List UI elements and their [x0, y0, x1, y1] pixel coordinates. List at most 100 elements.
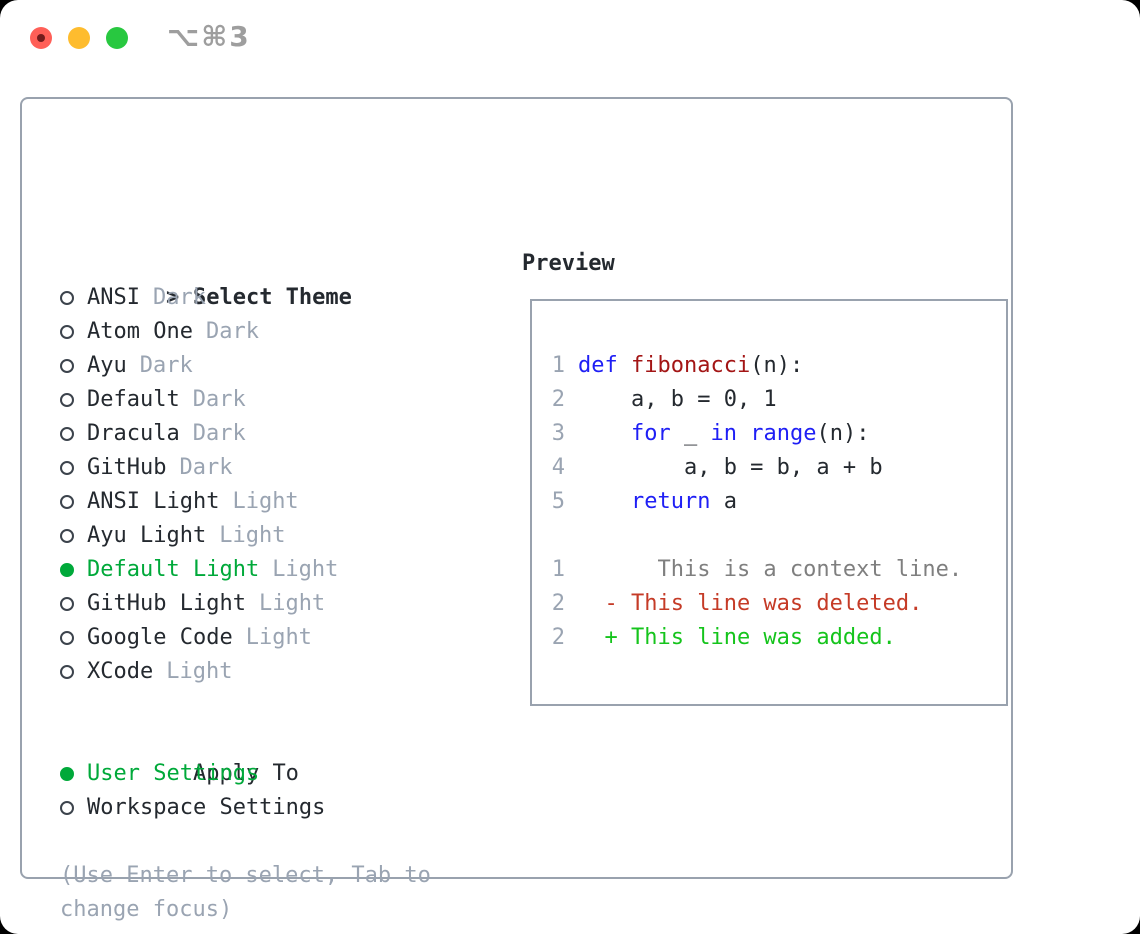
theme-list-header: >Select Theme	[60, 247, 352, 310]
line-number: 3	[551, 421, 565, 446]
theme-option-atom-one-dark[interactable]: Atom One Dark	[60, 315, 352, 349]
option-variant-label: Dark	[192, 421, 246, 446]
theme-list-title: Select Theme	[192, 285, 352, 310]
radio-selected-icon	[60, 757, 87, 791]
code-token: + This line was added.	[578, 625, 896, 650]
code-line: 4 a, b = b, a + b	[551, 451, 1006, 485]
line-number: 2	[551, 591, 565, 616]
option-variant-label: Dark	[139, 353, 193, 378]
radio-unselected-icon	[60, 587, 87, 621]
radio-unselected-icon	[60, 349, 87, 383]
code-line: 1 def fibonacci(n):	[551, 349, 1006, 383]
option-variant-label: Light	[232, 489, 299, 514]
option-label: Ayu Light	[87, 523, 207, 548]
line-number: 2	[551, 387, 565, 412]
keyboard-hint: (Use Enter to select, Tab to change focu…	[60, 859, 431, 927]
theme-option-xcode-light[interactable]: XCode Light	[60, 655, 352, 689]
option-label: Ayu	[87, 353, 127, 378]
code-line: 3 for _ in range(n):	[551, 417, 1006, 451]
code-line: 5 return a	[551, 485, 1006, 519]
screenshot-shortcut-label: ⌥⌘3	[167, 20, 251, 53]
code-token: in	[710, 421, 737, 446]
option-variant-label: Light	[272, 557, 339, 582]
code-token: range	[750, 421, 817, 446]
preview-title: Preview	[522, 251, 615, 276]
option-variant-label: Light	[219, 523, 286, 548]
theme-option-default-dark[interactable]: Default Dark	[60, 383, 352, 417]
theme-option-github-dark[interactable]: GitHub Dark	[60, 451, 352, 485]
code-token	[578, 421, 631, 446]
line-number: 1	[551, 353, 565, 378]
radio-unselected-icon	[60, 485, 87, 519]
radio-unselected-icon	[60, 383, 87, 417]
code-token: This is a context line.	[578, 557, 963, 582]
code-token: def	[578, 353, 618, 378]
option-label: XCode	[87, 659, 154, 684]
theme-option-ansi-light-light[interactable]: ANSI Light Light	[60, 485, 352, 519]
close-button[interactable]	[30, 27, 52, 49]
line-number: 1	[551, 557, 565, 582]
theme-option-github-light-light[interactable]: GitHub Light Light	[60, 587, 352, 621]
option-variant-label: Dark	[152, 285, 206, 310]
theme-option-ayu-dark[interactable]: Ayu Dark	[60, 349, 352, 383]
option-variant-label: Dark	[192, 387, 246, 412]
code-token	[578, 489, 631, 514]
code-token: _	[670, 421, 711, 446]
code-token: fibonacci	[631, 353, 751, 378]
option-variant-label: Light	[258, 591, 326, 616]
radio-unselected-icon	[60, 315, 87, 349]
code-token: a	[710, 489, 737, 514]
code-line: 2 a, b = 0, 1	[551, 383, 1006, 417]
code-line	[551, 519, 1006, 553]
theme-option-default-light-light[interactable]: Default Light Light	[60, 553, 352, 587]
option-label: Dracula	[87, 421, 180, 446]
theme-option-ayu-light-light[interactable]: Ayu Light Light	[60, 519, 352, 553]
code-token: (n):	[750, 353, 804, 378]
option-label: Google Code	[87, 625, 233, 650]
theme-option-google-code-light[interactable]: Google Code Light	[60, 621, 352, 655]
hint-line: change focus)	[60, 897, 233, 922]
code-token: for	[630, 421, 671, 446]
apply-option-workspace-settings[interactable]: Workspace Settings	[60, 791, 325, 825]
option-variant-label: Dark	[179, 455, 233, 480]
traffic-lights	[30, 27, 128, 49]
option-label: ANSI	[87, 285, 140, 310]
theme-option-ansi-dark[interactable]: ANSI Dark	[60, 281, 352, 315]
code-token: a, b = 0, 1	[578, 387, 777, 412]
line-number: 4	[551, 455, 565, 480]
option-label: Atom One	[87, 319, 193, 344]
radio-unselected-icon	[60, 451, 87, 485]
radio-unselected-icon	[60, 655, 87, 689]
code-token: return	[630, 489, 711, 514]
option-label: Workspace Settings	[87, 795, 326, 820]
option-label: ANSI Light	[87, 489, 220, 514]
code-token: a, b = b, a + b	[578, 455, 883, 480]
radio-unselected-icon	[60, 417, 87, 451]
hint-line: (Use Enter to select, Tab to	[60, 863, 431, 888]
code-line: 2 + This line was added.	[551, 621, 1006, 655]
radio-unselected-icon	[60, 791, 87, 825]
minimize-button[interactable]	[68, 27, 90, 49]
option-label: Default	[87, 387, 180, 412]
option-variant-label: Light	[245, 625, 312, 650]
apply-option-user-settings[interactable]: User Settings	[60, 757, 325, 791]
radio-unselected-icon	[60, 519, 87, 553]
option-label: GitHub Light	[87, 591, 246, 616]
option-variant-label: Dark	[205, 319, 259, 344]
line-number: 2	[551, 625, 565, 650]
option-label: GitHub	[87, 455, 167, 480]
code-line: 1 This is a context line.	[551, 553, 1006, 587]
radio-unselected-icon	[60, 281, 87, 315]
zoom-button[interactable]	[106, 27, 128, 49]
code-token: (n):	[816, 421, 870, 446]
code-line: 2 - This line was deleted.	[551, 587, 1006, 621]
code-token	[737, 421, 750, 446]
option-label: Default Light	[87, 557, 260, 582]
theme-option-dracula-dark[interactable]: Dracula Dark	[60, 417, 352, 451]
option-variant-label: Light	[166, 659, 233, 684]
